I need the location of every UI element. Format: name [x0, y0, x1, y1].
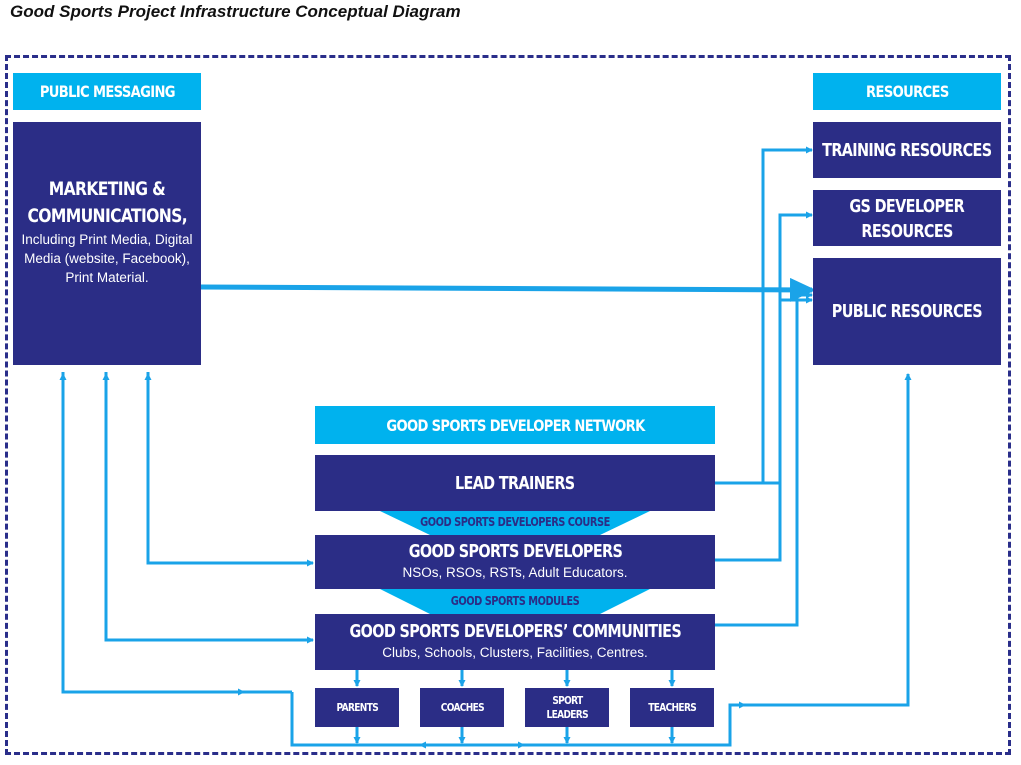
- sport-leaders-line1: SPORT: [551, 693, 583, 707]
- diagram-title: Good Sports Project Infrastructure Conce…: [10, 2, 461, 21]
- training-resources-label: TRAINING RESOURCES: [822, 139, 992, 161]
- marketing-communications-box: MARKETING & COMMUNICATIONS, Including Pr…: [13, 122, 201, 365]
- sport-leaders-line2: LEADERS: [546, 707, 588, 721]
- gs-developer-line2: RESOURCES: [861, 220, 953, 242]
- communities-to-public-arrow: [715, 291, 813, 627]
- developer-network-label: GOOD SPORTS DEVELOPER NETWORK: [385, 415, 645, 435]
- lead-trainers-to-training-arrow: [715, 146, 813, 485]
- public-messaging-header: PUBLIC MESSAGING: [13, 73, 201, 110]
- marketing-to-communities-arrow: [104, 372, 314, 644]
- communities-label: GOOD SPORTS DEVELOPERS’ COMMUNITIES: [349, 621, 681, 642]
- parents-box: PARENTS: [315, 688, 399, 727]
- outer-dashed-frame: [5, 55, 1011, 755]
- marketing-to-developers-arrow: [146, 372, 314, 567]
- lead-trainers-label: LEAD TRAINERS: [455, 472, 575, 494]
- stakeholders-bottom-bus: [290, 373, 912, 747]
- teachers-box: TEACHERS: [630, 688, 714, 727]
- public-resources-label: PUBLIC RESOURCES: [831, 301, 983, 322]
- public-messaging-label: PUBLIC MESSAGING: [39, 82, 175, 101]
- developers-communities-box: GOOD SPORTS DEVELOPERS’ COMMUNITIES Club…: [315, 614, 715, 670]
- marketing-description: Including Print Media, Digital Media (we…: [21, 231, 193, 285]
- coaches-label: COACHES: [440, 701, 484, 714]
- developer-network-header: GOOD SPORTS DEVELOPER NETWORK: [315, 406, 715, 444]
- marketing-title-line2: COMMUNICATIONS,: [27, 204, 187, 227]
- parents-label: PARENTS: [336, 701, 378, 714]
- training-resources-box: TRAINING RESOURCES: [813, 122, 1001, 178]
- coaches-box: COACHES: [420, 688, 504, 727]
- gs-developer-line1: GS DEVELOPER: [849, 195, 965, 217]
- marketing-to-public-arrow: [200, 277, 816, 302]
- communities-sublabel: Clubs, Schools, Clusters, Facilities, Ce…: [382, 645, 648, 660]
- developers-label: GOOD SPORTS DEVELOPERS: [408, 541, 622, 562]
- public-resources-box: PUBLIC RESOURCES: [813, 258, 1001, 365]
- sport-leaders-box: SPORT LEADERS: [525, 688, 609, 727]
- developers-course-label: GOOD SPORTS DEVELOPERS COURSE: [420, 515, 610, 529]
- lead-trainers-box: LEAD TRAINERS: [315, 455, 715, 511]
- good-sports-developers-box: GOOD SPORTS DEVELOPERS NSOs, RSOs, RSTs,…: [315, 535, 715, 589]
- resources-header: RESOURCES: [813, 73, 1001, 110]
- modules-label: GOOD SPORTS MODULES: [450, 594, 580, 608]
- marketing-title-line1: MARKETING &: [48, 177, 166, 200]
- marketing-to-stakeholders-arrow: [61, 372, 292, 694]
- developers-sublabel: NSOs, RSOs, RSTs, Adult Educators.: [402, 565, 628, 580]
- teachers-label: TEACHERS: [648, 701, 696, 714]
- resources-label: RESOURCES: [865, 82, 949, 101]
- lead-trainers-to-gsdev-arrow: [763, 211, 813, 485]
- gs-developer-resources-box: GS DEVELOPER RESOURCES: [813, 190, 1001, 246]
